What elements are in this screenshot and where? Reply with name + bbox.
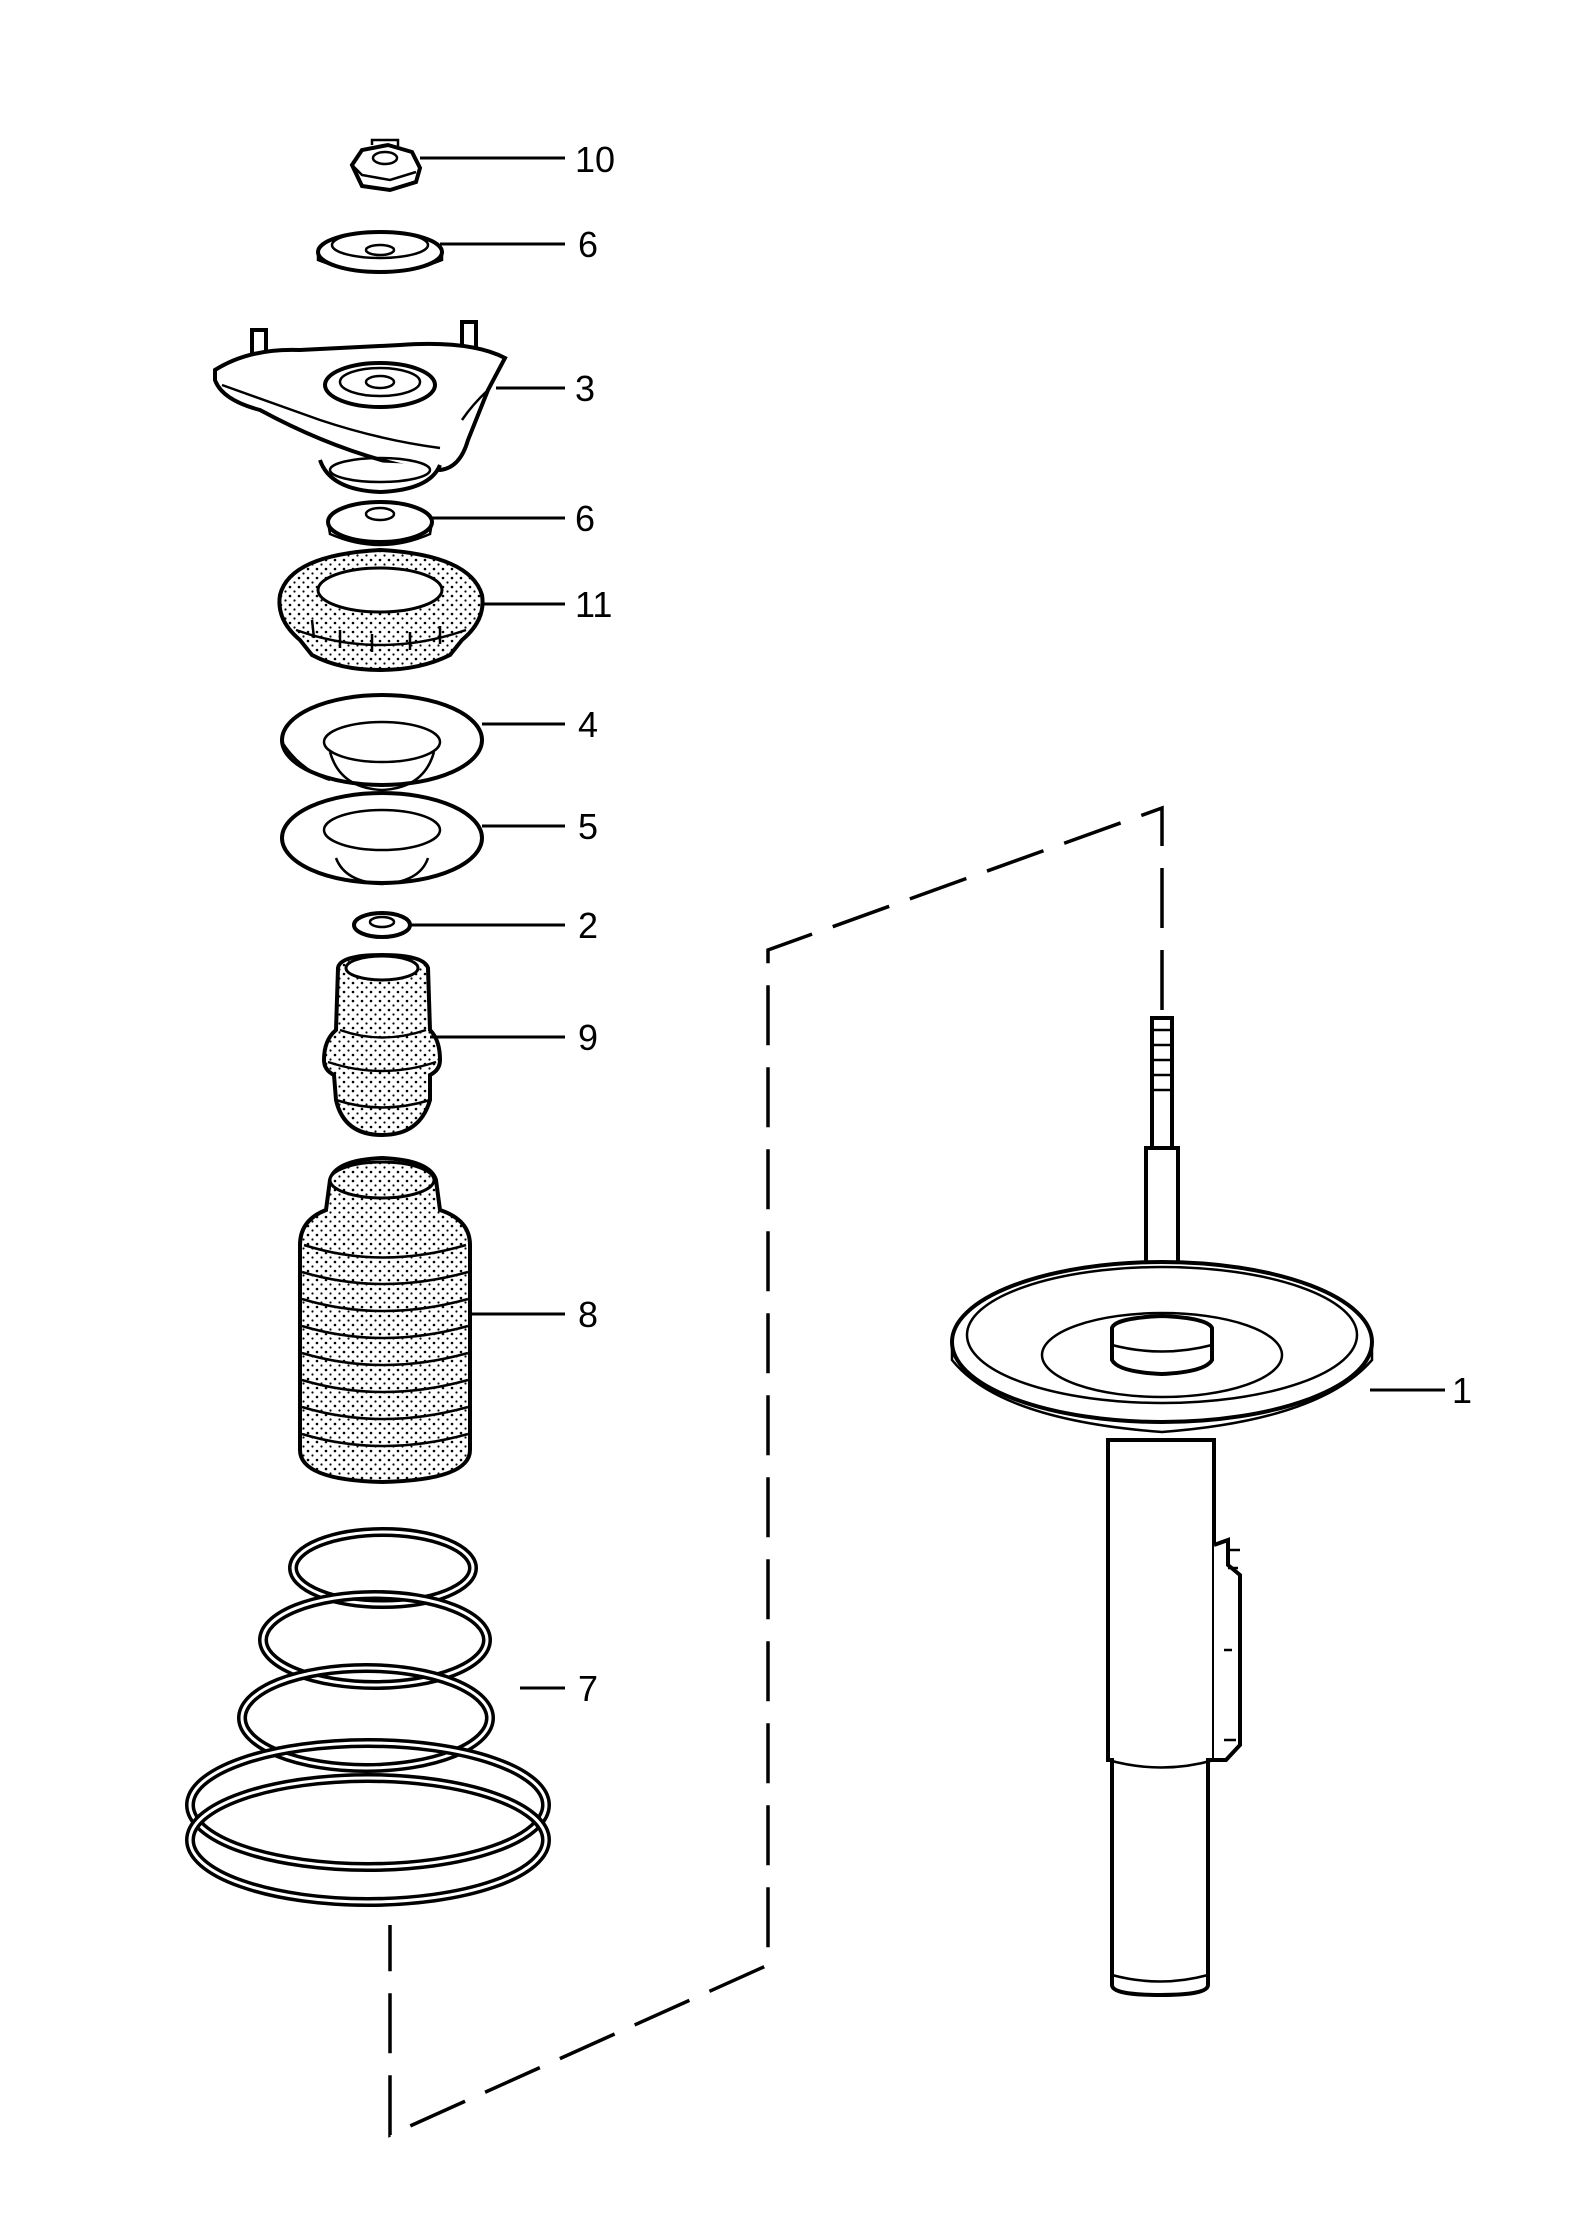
small-washer-part: [352, 911, 412, 939]
shock-absorber-part: [950, 1016, 1374, 1998]
callout-4: 4: [578, 704, 598, 745]
rubber-mount-part: [277, 547, 485, 673]
strut-mount-part: [213, 320, 508, 495]
dust-boot-ribs: [301, 1243, 469, 1448]
dust-boot-part: [298, 1155, 472, 1485]
callout-8: 8: [578, 1294, 598, 1335]
callout-11: 11: [575, 584, 612, 625]
spring-plate-lower-part: [280, 791, 484, 886]
callout-6-mid: 6: [575, 498, 595, 539]
washer-mid-part: [326, 500, 434, 547]
callout-5: 5: [578, 806, 598, 847]
nut-part: [349, 138, 423, 193]
coil-spring-part: [185, 1527, 551, 1907]
callout-1: 1: [1452, 1370, 1472, 1411]
callout-2: 2: [578, 905, 598, 946]
callout-labels: 10 6 3 6 11 4 5 2 9 8 7 1: [575, 139, 1472, 1709]
assembly-relation-line: [388, 805, 1164, 2138]
callout-10: 10: [575, 139, 615, 180]
spring-plate-upper-part: [280, 693, 484, 792]
callout-9: 9: [578, 1017, 598, 1058]
washer-top-part: [316, 230, 444, 274]
callout-3: 3: [575, 368, 595, 409]
callout-6-top: 6: [578, 224, 598, 265]
callout-7: 7: [578, 1668, 598, 1709]
leader-lines: [410, 156, 1445, 1690]
bump-stop-part: [321, 952, 443, 1138]
